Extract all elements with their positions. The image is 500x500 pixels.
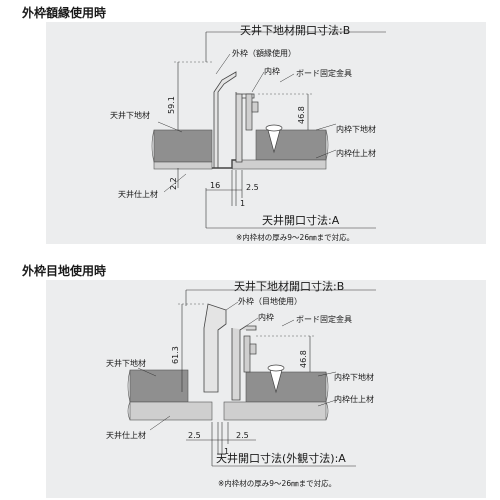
diagram-panel-joint: 天井下地材開口寸法:B 61.3 46.8 2.5 2.5 1 天井開口寸法(外…: [46, 280, 486, 498]
label-outer-frame: 外枠（目地使用）: [238, 296, 302, 306]
dim-lip: 2.2: [169, 177, 178, 190]
label-ceiling-base: 天井下地材: [106, 358, 146, 368]
label-board-bracket: ボード固定金具: [296, 314, 352, 324]
note-thickness: ※内枠材の厚み9～26㎜まで対応。: [236, 232, 354, 242]
outer-frame-profile: [203, 303, 227, 393]
dim-frame-height: 61.3: [171, 346, 180, 364]
label-inner-finish: 内枠仕上材: [334, 394, 374, 404]
board-bracket: [243, 335, 251, 373]
inner-finish-board: [223, 401, 327, 421]
label-inner-frame: 内枠: [258, 312, 274, 322]
label-outer-frame: 外枠（額縁使用）: [232, 48, 296, 58]
inner-base-board: [245, 371, 327, 403]
dim-offset: 16: [210, 181, 220, 190]
label-inner-finish: 内枠仕上材: [336, 148, 376, 158]
dim-bracket-height: 46.8: [299, 350, 308, 368]
section-title-joint: 外枠目地使用時: [22, 264, 107, 278]
label-ceiling-finish: 天井仕上材: [118, 189, 158, 199]
outer-frame-profile: [213, 71, 237, 169]
dim-gap-right: 2.5: [236, 431, 249, 440]
note-thickness: ※内枠材の厚み9～26㎜まで対応。: [218, 478, 336, 488]
label-inner-base: 内枠下地材: [336, 124, 376, 134]
ceiling-base-board-left: [129, 369, 189, 403]
ceiling-finish-board-left: [129, 401, 213, 421]
label-ceiling-opening-a: 天井開口寸法:A: [262, 213, 340, 227]
dim-one: 1: [240, 199, 245, 208]
label-ceiling-opening-b: 天井下地材開口寸法:B: [234, 280, 344, 293]
label-inner-base: 内枠下地材: [334, 372, 374, 382]
section-title-frame-trim: 外枠額縁使用時: [22, 6, 107, 20]
dim-frame-height: 59.1: [167, 96, 176, 114]
label-ceiling-finish: 天井仕上材: [106, 430, 146, 440]
label-ceiling-opening-b: 天井下地材開口寸法:B: [240, 23, 350, 37]
label-ceiling-opening-a: 天井開口寸法(外観寸法):A: [216, 451, 346, 465]
label-board-bracket: ボード固定金具: [296, 68, 352, 78]
label-inner-frame: 内枠: [264, 66, 280, 76]
ceiling-base-board-left: [153, 129, 213, 163]
diagram-panel-frame-trim: 天井下地材開口寸法:B 59.1 46.8 2.2 16 2.5 1 天井開口寸…: [46, 22, 486, 244]
label-ceiling-base: 天井下地材: [110, 110, 150, 120]
joint-diagram: 天井下地材開口寸法:B 61.3 46.8 2.5 2.5 1 天井開口寸法(外…: [106, 280, 376, 488]
inner-finish-board: [231, 159, 327, 170]
dim-one: 1: [224, 447, 229, 456]
frame-trim-diagram: 天井下地材開口寸法:B 59.1 46.8 2.2 16 2.5 1 天井開口寸…: [110, 23, 386, 242]
dim-gap: 2.5: [246, 183, 259, 192]
board-bracket: [245, 93, 253, 131]
ceiling-finish-board-left: [153, 161, 213, 170]
inner-base-board: [255, 129, 327, 161]
inner-frame-profile: [235, 92, 243, 163]
dim-bracket-height: 46.8: [297, 106, 306, 124]
dim-gap-left: 2.5: [188, 431, 201, 440]
inner-frame-profile: [231, 325, 257, 401]
